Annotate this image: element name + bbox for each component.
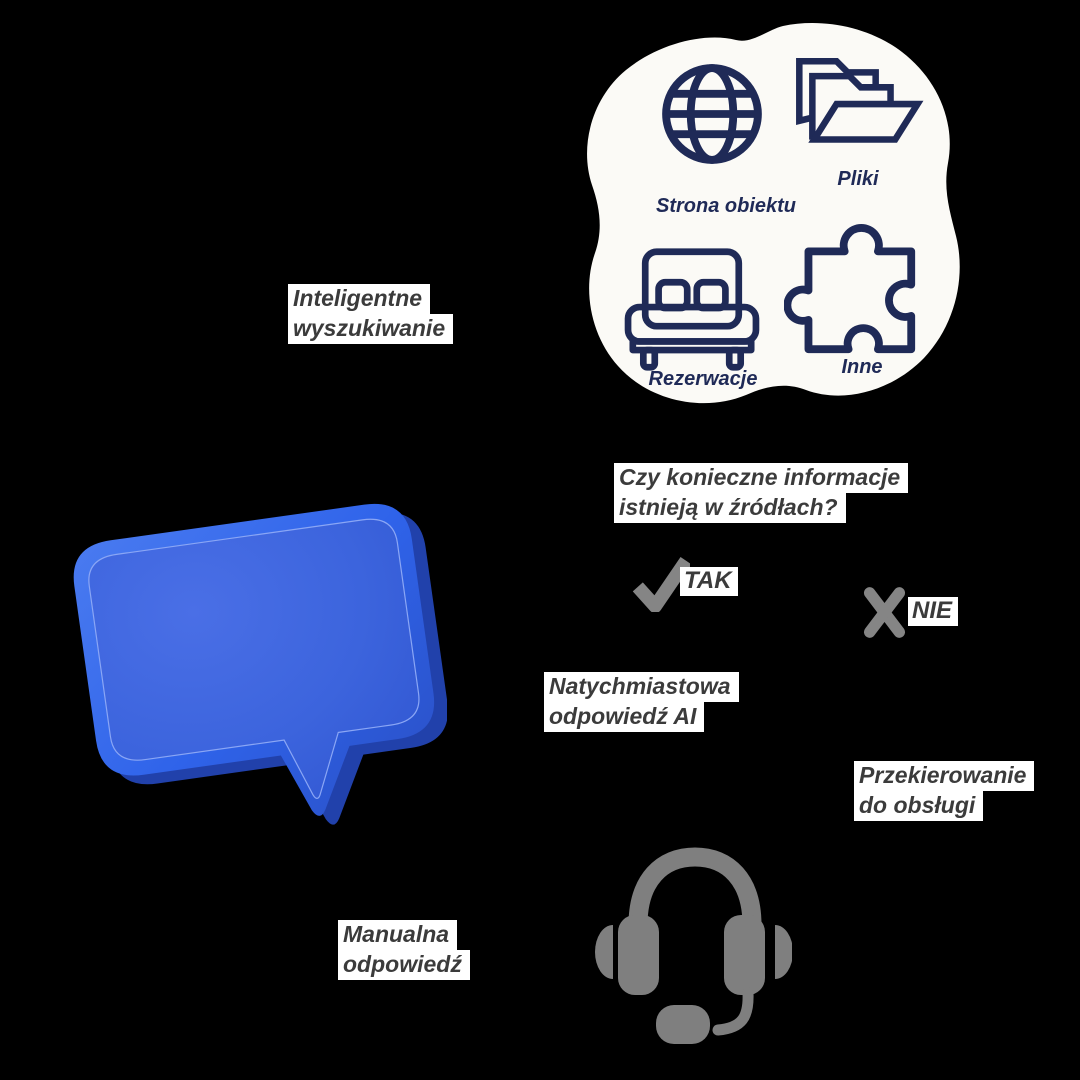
smart-search-line1: Inteligentne bbox=[288, 284, 431, 314]
source-label-rezerwacje: Rezerwacje bbox=[648, 368, 758, 390]
checkmark-icon bbox=[632, 556, 690, 612]
question-line2: istnieją w źródłach? bbox=[614, 493, 846, 523]
no-label: NIE bbox=[908, 597, 959, 626]
question-line1: Czy konieczne informacje bbox=[614, 463, 909, 493]
sources-panel: Strona obiektu Pliki Rezerwacje bbox=[578, 18, 990, 438]
source-label-pliki: Pliki bbox=[837, 168, 879, 190]
question-label: Czy konieczne informacje istnieją w źród… bbox=[614, 463, 909, 523]
yes-label: TAK bbox=[680, 567, 738, 596]
bed-icon bbox=[624, 248, 760, 371]
x-mark-icon bbox=[863, 587, 906, 638]
smart-search-line2: wyszukiwanie bbox=[288, 314, 454, 344]
ai-answer-label: Natychmiastowa odpowiedź AI bbox=[544, 672, 739, 732]
chat-bubble bbox=[73, 503, 447, 825]
manual-line1: Manualna bbox=[338, 920, 458, 950]
smart-search-label: Inteligentne wyszukiwanie bbox=[288, 284, 454, 344]
ai-answer-line1: Natychmiastowa bbox=[544, 672, 739, 702]
puzzle-icon bbox=[784, 224, 916, 354]
manual-line2: odpowiedź bbox=[338, 950, 470, 980]
redirect-line2: do obsługi bbox=[854, 791, 984, 821]
folder-icon bbox=[796, 57, 924, 143]
redirect-line1: Przekierowanie bbox=[854, 761, 1035, 791]
source-label-inne: Inne bbox=[841, 356, 883, 378]
headset-icon bbox=[595, 847, 792, 1044]
globe-icon bbox=[662, 64, 762, 164]
source-label-strona-obiektu: Strona obiektu bbox=[655, 195, 796, 217]
ai-answer-line2: odpowiedź AI bbox=[544, 702, 705, 732]
redirect-label: Przekierowanie do obsługi bbox=[854, 761, 1035, 821]
manual-answer-label: Manualna odpowiedź bbox=[338, 920, 470, 980]
